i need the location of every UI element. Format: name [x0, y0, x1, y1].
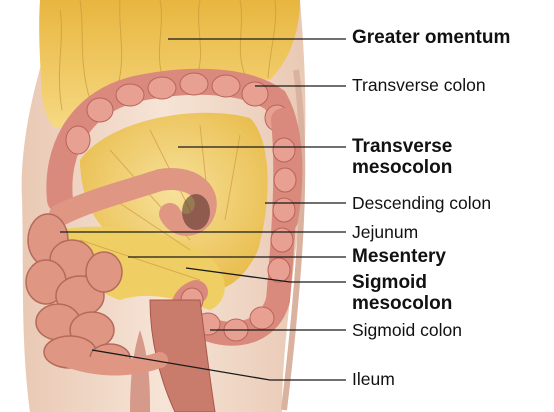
label-transverse-mesocolon-line2: mesocolon	[352, 157, 452, 178]
label-mesentery: Mesentery	[352, 246, 446, 267]
label-greater-omentum: Greater omentum	[352, 27, 510, 48]
ileum	[70, 360, 160, 368]
label-descending-colon: Descending colon	[352, 193, 491, 214]
label-sigmoid-mesocolon-line1: Sigmoid	[352, 272, 427, 293]
label-transverse-mesocolon-line1: Transverse	[352, 136, 452, 157]
label-transverse-colon: Transverse colon	[352, 75, 486, 96]
label-sigmoid-colon: Sigmoid colon	[352, 320, 462, 341]
label-ileum: Ileum	[352, 369, 395, 390]
label-jejunum: Jejunum	[352, 222, 418, 243]
label-sigmoid-mesocolon-line2: mesocolon	[352, 293, 452, 314]
mesocolon-opening	[182, 194, 210, 230]
